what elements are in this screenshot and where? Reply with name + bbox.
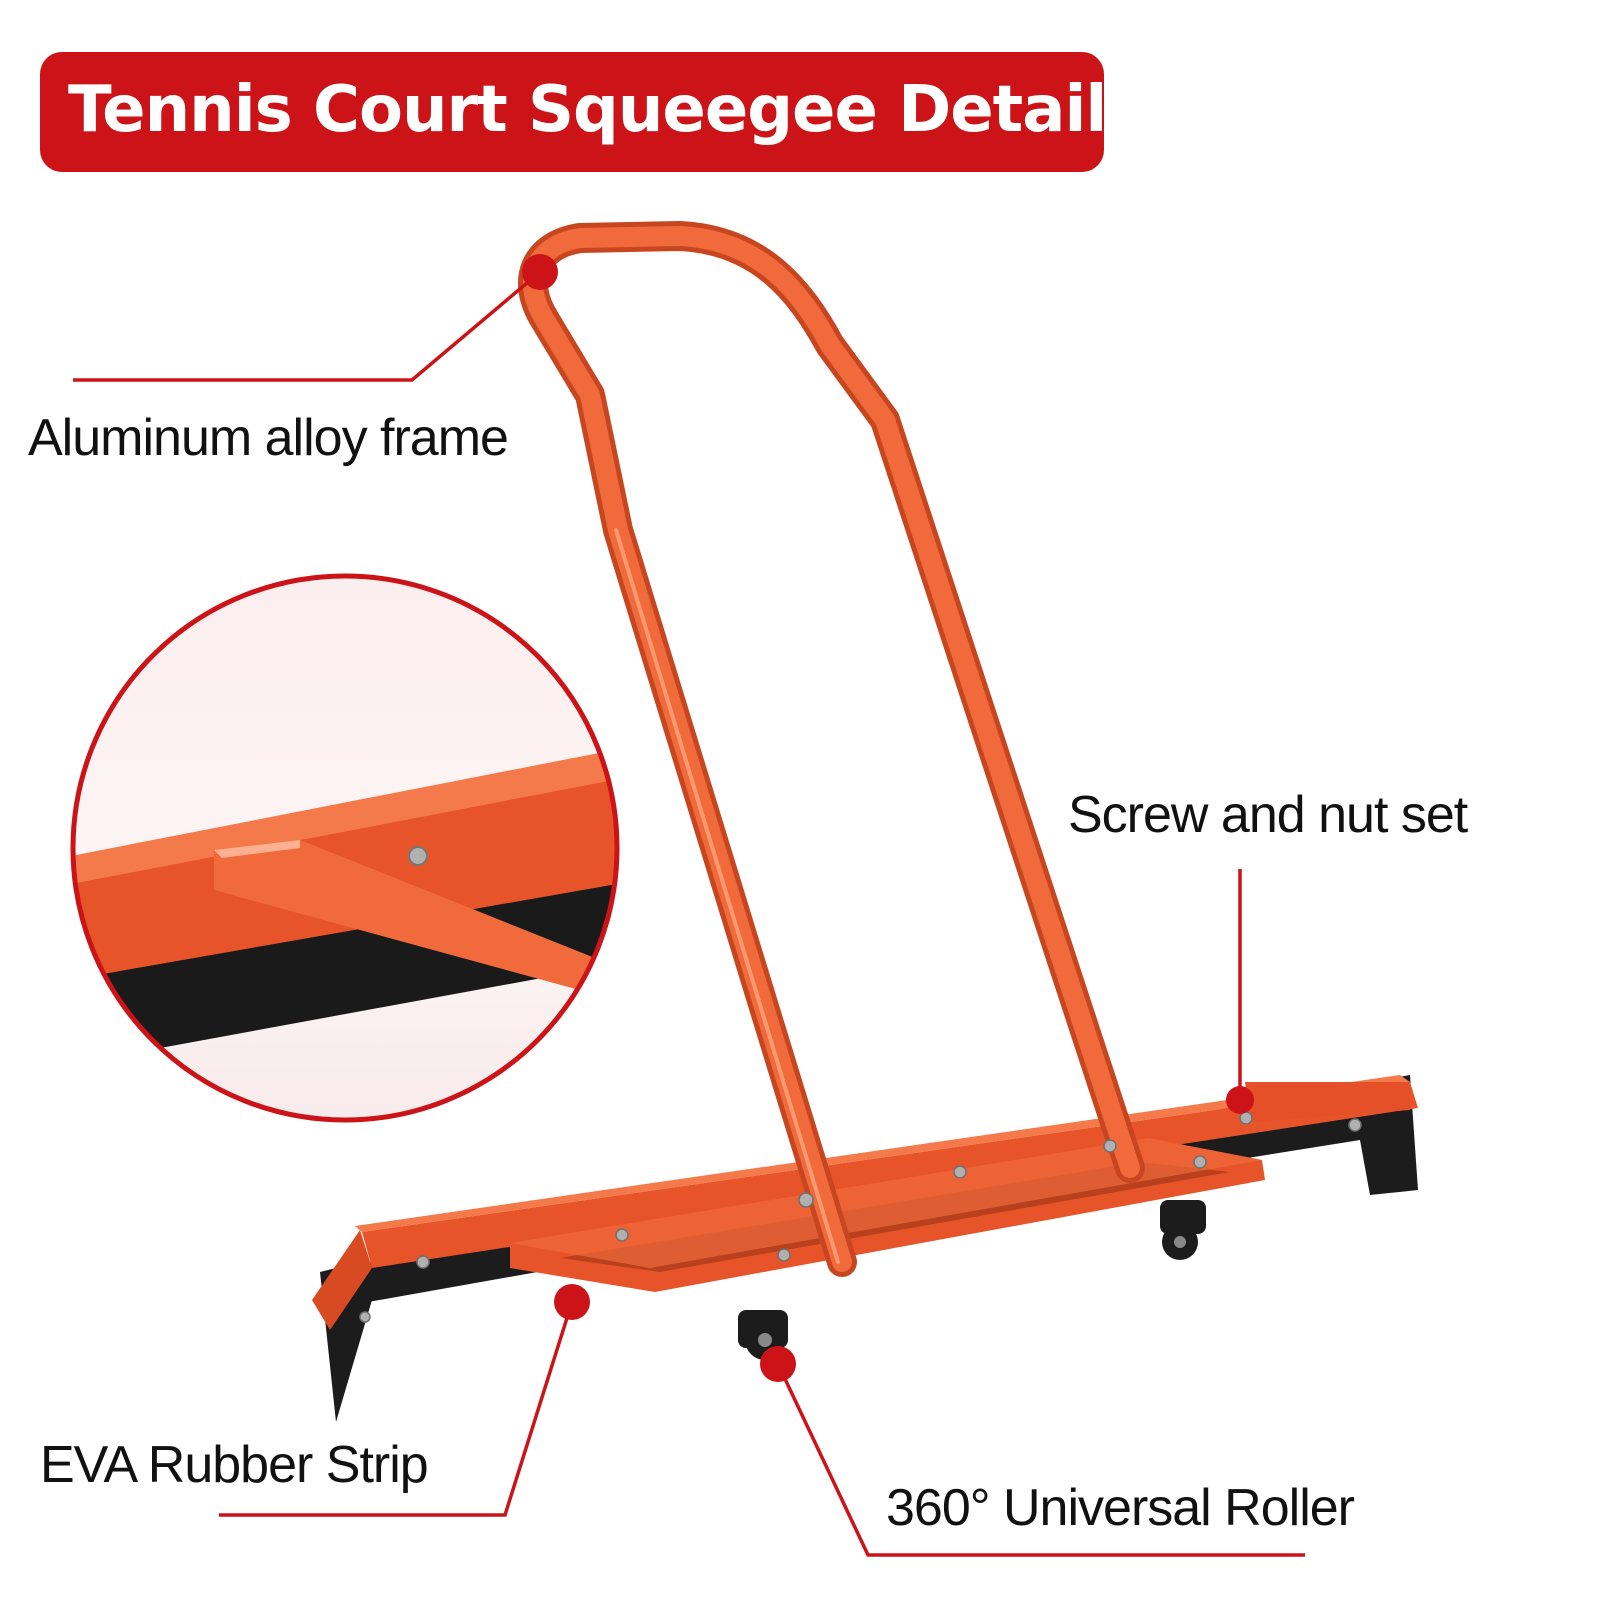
callout-label-roller: 360° Universal Roller [886,1479,1355,1537]
base-tray [510,1138,1265,1292]
title-banner [40,52,1104,172]
screw-heads [359,1111,1362,1323]
callout-lines [73,270,1305,1557]
handle [518,221,1145,1277]
callout-label-screw: Screw and nut set [1068,786,1468,844]
blade-bar [312,1075,1418,1330]
roller-wheels [738,1200,1206,1360]
callout-dots [522,254,1254,1382]
callout-label-rubber: EVA Rubber Strip [40,1436,429,1494]
page-title: Tennis Court Squeegee Detail [68,73,1107,147]
callout-label-frame: Aluminum alloy frame [28,409,509,467]
zoom-detail-circle [70,573,620,1123]
